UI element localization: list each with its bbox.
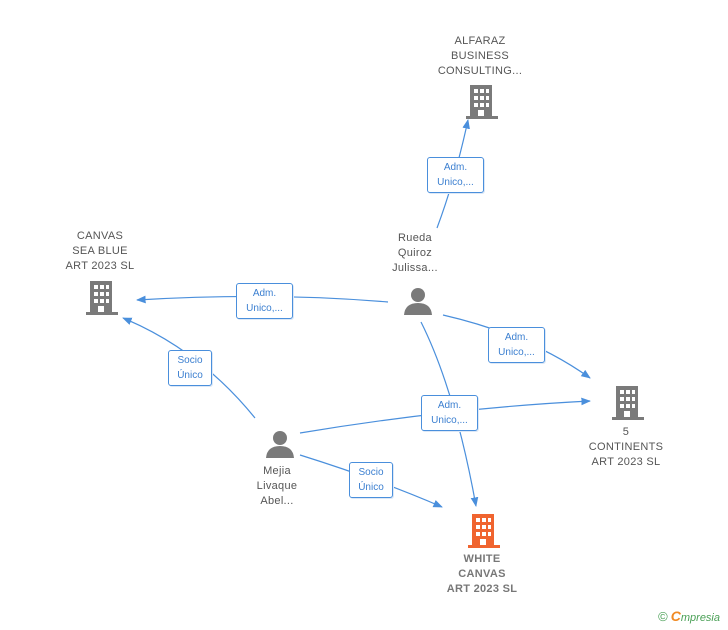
canvas-sea-label[interactable]: CANVAS SEA BLUE ART 2023 SL xyxy=(65,230,135,272)
brand-name: mpresia xyxy=(680,612,720,624)
brand-initial: C xyxy=(670,608,681,624)
edge-label-rueda-white: Adm. Unico,... xyxy=(421,395,478,431)
copyright-symbol: © xyxy=(658,609,668,624)
white-canvas-building-icon[interactable] xyxy=(468,514,500,548)
continents-building-icon[interactable] xyxy=(612,386,644,420)
continents-label[interactable]: 5 CONTINENTS ART 2023 SL xyxy=(588,426,664,468)
edge-label-rueda-continents: Adm. Unico,... xyxy=(488,327,545,363)
empresia-watermark: ©Cmpresia xyxy=(658,608,720,624)
edge-label-rueda-canvas-sea: Adm. Unico,... xyxy=(236,283,293,319)
mejia-person-icon[interactable] xyxy=(265,429,295,459)
canvas-sea-building-icon[interactable] xyxy=(86,281,118,315)
alfaraz-building-icon[interactable] xyxy=(466,85,498,119)
rueda-person-icon[interactable] xyxy=(403,286,433,316)
rueda-label[interactable]: Rueda Quiroz Julissa... xyxy=(392,232,438,274)
mejia-label[interactable]: Mejia Livaque Abel... xyxy=(256,465,298,507)
edge-label-rueda-alfaraz: Adm. Unico,... xyxy=(427,157,484,193)
edge-label-mejia-white: Socio Único xyxy=(349,462,393,498)
alfaraz-label[interactable]: ALFARAZ BUSINESS CONSULTING... xyxy=(437,35,523,77)
edge-label-mejia-canvas-sea: Socio Único xyxy=(168,350,212,386)
white-canvas-label[interactable]: WHITE CANVAS ART 2023 SL xyxy=(446,553,518,595)
